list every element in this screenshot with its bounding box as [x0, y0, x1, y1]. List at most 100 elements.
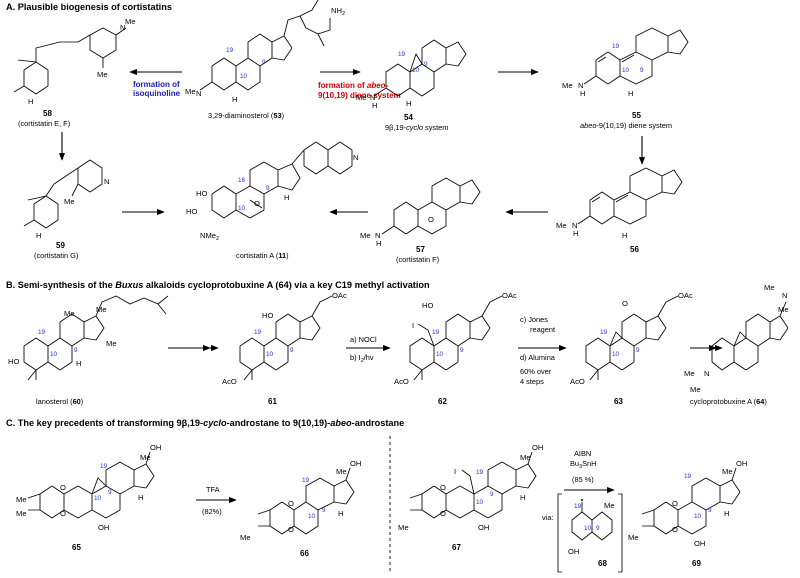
- atom-me-60b: Me: [64, 309, 75, 318]
- compound-number-56: 56: [630, 245, 639, 254]
- locant-19-54: 19: [398, 51, 406, 58]
- atom-i-67: I: [454, 467, 456, 476]
- locant-19-69: 19: [684, 473, 692, 480]
- locant-10-62: 10: [436, 351, 444, 358]
- arrow-reagent-aibn: AIBN: [574, 449, 591, 458]
- arrow-step-c: c) Jones: [520, 315, 548, 324]
- compound-number-57: 57: [416, 245, 425, 254]
- locant-9-60: 9: [74, 347, 78, 354]
- structure-60: HO Me Me Me H 19 10 9: [8, 295, 169, 381]
- atom-me-56: Me: [556, 221, 567, 230]
- compound-number-61: 61: [268, 397, 277, 406]
- atom-me-69b: Me: [628, 533, 639, 542]
- atom-h-59: H: [36, 231, 41, 240]
- compound-caption-53: 3,29-diaminosterol (53): [208, 111, 284, 120]
- compound-caption-60: lanosterol (60): [36, 397, 83, 406]
- atom-h-11: H: [284, 193, 289, 202]
- atom-nh2-53: NH2: [331, 6, 345, 17]
- atom-oh-66: OH: [350, 459, 361, 468]
- atom-me-69: Me: [722, 467, 733, 476]
- locant-19-62: 19: [432, 329, 440, 336]
- via-label: via:: [542, 513, 554, 522]
- atom-oh-65: OH: [150, 443, 161, 452]
- compound-number-63: 63: [614, 397, 623, 406]
- atom-h-67: H: [520, 493, 525, 502]
- locant-9-53: 9: [262, 59, 266, 66]
- atom-me-60a: Me: [96, 305, 107, 314]
- atom-h-56a: H: [573, 229, 578, 238]
- locant-10-53: 10: [240, 73, 248, 80]
- arrow-label-abeo-1: formation of abeo-: [318, 81, 389, 90]
- atom-o-57: O: [428, 215, 434, 224]
- locant-10-63: 10: [612, 351, 620, 358]
- structure-57: Me N H O: [360, 177, 481, 248]
- arrow-step-b: b) I2/hν: [350, 353, 374, 364]
- atom-n-58: N: [120, 23, 125, 32]
- structure-53: NH2 Me N H 19 10 9: [185, 0, 345, 104]
- atom-h-53: H: [232, 95, 237, 104]
- arrow-yield-1: 60% over: [520, 367, 552, 376]
- atom-me-65: Me: [140, 453, 151, 462]
- atom-h-66: H: [338, 509, 343, 518]
- atom-n-53: N: [196, 89, 201, 98]
- atom-oac-62: OAc: [502, 291, 517, 300]
- locant-19-61: 19: [254, 329, 262, 336]
- atom-o-65b: O: [60, 509, 66, 518]
- arrow-label-isoquinoline-1: formation of: [133, 80, 180, 89]
- locant-19-11: 16: [238, 177, 246, 184]
- section-c-title: C. The key precedents of transforming 9β…: [6, 418, 404, 428]
- section-a-title: A. Plausible biogenesis of cortistatins: [6, 2, 172, 12]
- locant-19-65: 19: [100, 463, 108, 470]
- locant-19-55: 19: [612, 43, 620, 50]
- atom-oac-63: OAc: [678, 291, 693, 300]
- locant-9-11: 9: [266, 185, 270, 192]
- structure-65: OH Me O O OH H Me Me 19 10 9: [16, 443, 161, 532]
- locant-10-68: 10: [584, 525, 592, 532]
- compound-caption-57: (cortistatin F): [396, 255, 439, 264]
- locant-9-61: 9: [290, 347, 294, 354]
- compound-caption-64: cycloprotobuxine A (64): [690, 397, 767, 406]
- atom-oh-65b: OH: [98, 523, 109, 532]
- atom-i-62: I: [412, 321, 414, 330]
- atom-me-57: Me: [360, 231, 371, 240]
- atom-n-56: N: [572, 221, 577, 230]
- locant-10-69: 10: [694, 513, 702, 520]
- atom-o-66a: O: [288, 499, 294, 508]
- structure-66: OH Me O O H Me 19 10 9: [240, 459, 361, 542]
- locant-9-65: 9: [108, 489, 112, 496]
- locant-19-60: 19: [38, 329, 46, 336]
- atom-n-11: N: [353, 153, 358, 162]
- arrow-yield-aibn: (85 %): [572, 475, 594, 484]
- atom-o-11: O: [254, 199, 260, 208]
- structure-58: N Me Me H: [13, 17, 136, 106]
- compound-caption-11: cortistatin A (11): [236, 251, 289, 260]
- arrow-step-c2: reagent: [530, 325, 555, 334]
- atom-ho-61: HO: [262, 311, 273, 320]
- compound-number-59: 59: [56, 241, 65, 250]
- atom-me-58b: Me: [97, 70, 108, 79]
- atom-me-65c: Me: [16, 509, 27, 518]
- atom-n-55: N: [578, 81, 583, 90]
- arrow-reagent-bu3snh: Bu3SnH: [570, 459, 597, 470]
- atom-me-65b: Me: [16, 495, 27, 504]
- locant-10-65: 10: [94, 495, 102, 502]
- compound-number-54: 54: [404, 113, 413, 122]
- atom-me-68: Me: [604, 501, 615, 510]
- atom-oh-69b: OH: [694, 539, 705, 548]
- atom-n-57: N: [375, 231, 380, 240]
- arrow-label-abeo-2: 9(10,19) diene system: [318, 91, 401, 100]
- compound-number-58: 58: [43, 109, 52, 118]
- structure-55: Me N H H 19 10 9: [562, 27, 689, 98]
- locant-9-68: 9: [596, 525, 600, 532]
- locant-19-66: 19: [302, 477, 310, 484]
- structure-64: N Me Me N Me Me: [684, 283, 789, 394]
- atom-o-67b: O: [440, 509, 446, 518]
- atom-h-56b: H: [622, 231, 627, 240]
- atom-h-55a: H: [580, 89, 585, 98]
- locant-10-11: 10: [238, 205, 246, 212]
- atom-nme2-11: NMe2: [200, 231, 219, 242]
- atom-ho-11b: HO: [186, 207, 197, 216]
- locant-19-53: 19: [226, 47, 234, 54]
- locant-9-66: 9: [322, 507, 326, 514]
- atom-h-55b: H: [628, 89, 633, 98]
